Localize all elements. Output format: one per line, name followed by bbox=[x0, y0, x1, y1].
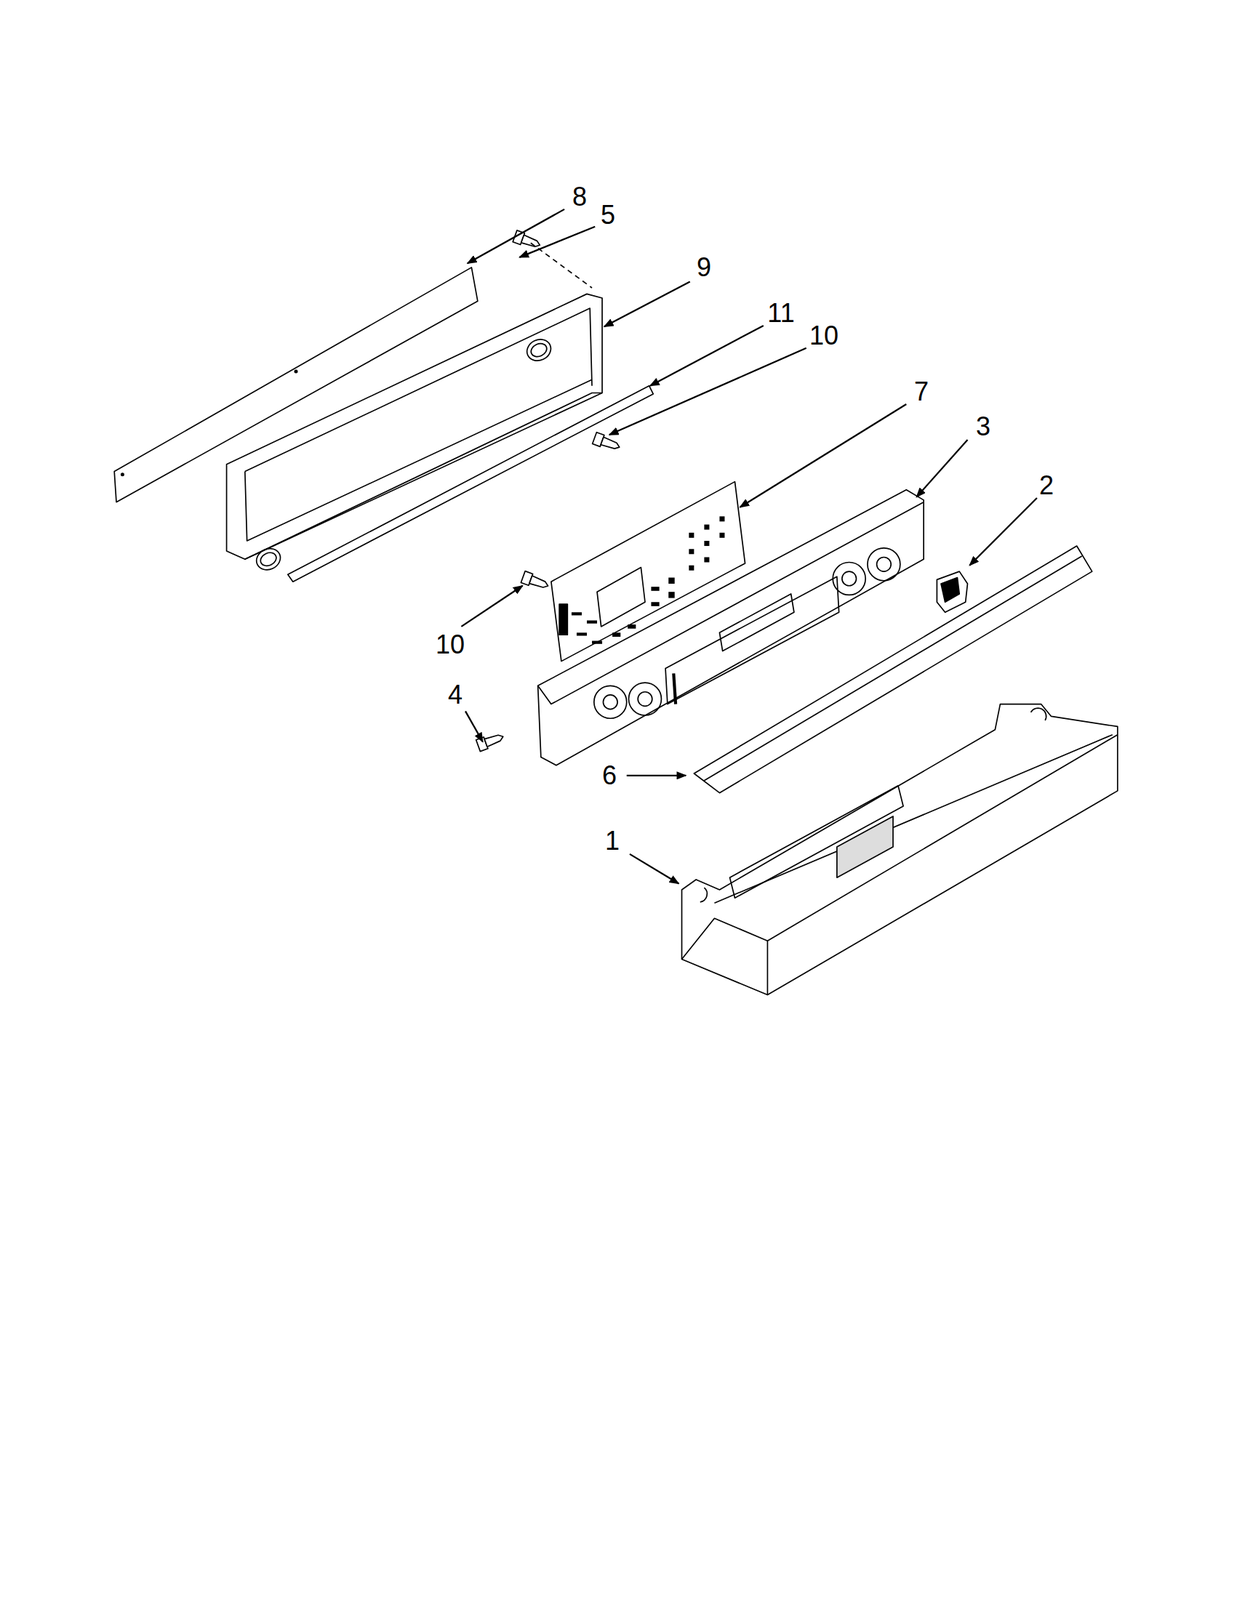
callout-number: 3 bbox=[975, 413, 991, 440]
callout-number: 2 bbox=[1039, 472, 1054, 499]
callout-number: 1 bbox=[605, 828, 620, 855]
callout-number: 9 bbox=[696, 254, 712, 281]
callout-number: 11 bbox=[767, 300, 795, 327]
callout-number: 4 bbox=[447, 682, 463, 709]
callout-number: 6 bbox=[602, 762, 617, 790]
callout-number: 7 bbox=[914, 378, 929, 406]
callout-number: 8 bbox=[572, 183, 587, 211]
callout-number: 10 bbox=[435, 631, 465, 659]
callout-number: 5 bbox=[600, 202, 616, 229]
callout-number: 10 bbox=[809, 322, 839, 350]
